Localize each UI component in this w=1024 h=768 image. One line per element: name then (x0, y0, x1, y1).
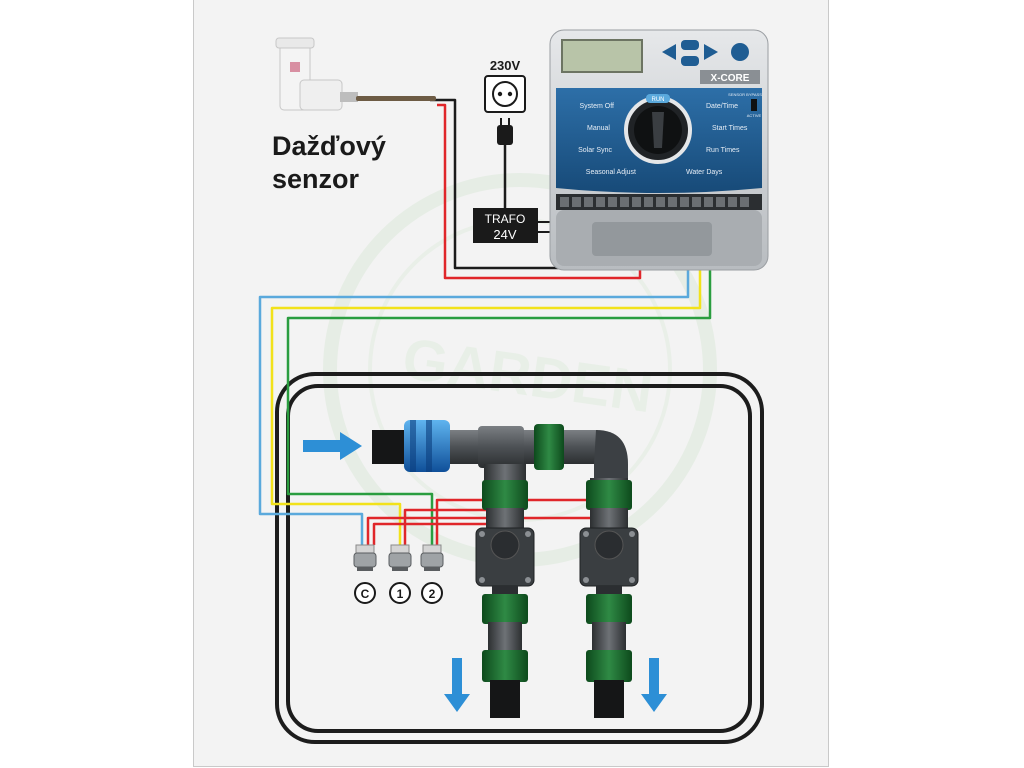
outlet-arrow-1 (444, 658, 470, 712)
mode-solar-sync: Solar Sync (578, 147, 612, 154)
terminal-label-2: 2 (429, 587, 436, 601)
sensor-bypass-label: SENSOR BYPASS (728, 92, 762, 97)
mode-seasonal-adjust: Seasonal Adjust (586, 169, 636, 176)
flow-arrows (303, 432, 667, 712)
terminal-labels: C 1 2 (354, 582, 443, 604)
terminal-label-1: 1 (397, 587, 404, 601)
valve-2 (579, 527, 639, 596)
mode-manual: Manual (587, 125, 610, 132)
rain-sensor: Dažďový senzor (272, 37, 436, 194)
controller-lcd (561, 39, 643, 73)
wire-connectors (353, 544, 444, 571)
valve-1 (475, 527, 535, 596)
outlet-arrow-2 (641, 658, 667, 712)
trafo-label-line2: 24V (493, 227, 516, 242)
connector-c (353, 544, 377, 571)
controller-nav-buttons (662, 40, 749, 66)
mode-system-off: System Off (580, 103, 615, 110)
middle-union (534, 424, 564, 470)
connector-1 (388, 544, 412, 571)
power-socket: 230V (484, 58, 526, 145)
mode-start-times: Start Times (712, 125, 748, 132)
controller-dial-run: RUN (652, 97, 665, 103)
sensor-label-line2: senzor (272, 164, 360, 194)
mode-date-time: Date/Time (706, 103, 738, 110)
valve-box (275, 372, 764, 744)
sensor-label-line1: Dažďový (272, 131, 386, 161)
inlet-arrow (303, 432, 362, 460)
trafo-label-line1: TRAFO (485, 212, 526, 226)
transformer: TRAFO 24V (473, 208, 538, 243)
power-voltage-label: 230V (490, 58, 521, 73)
active-label: ACTIVE (747, 113, 762, 118)
mode-run-times: Run Times (706, 147, 740, 154)
manifold (372, 420, 632, 528)
terminal-label-c: C (361, 587, 370, 601)
outlets (482, 594, 632, 718)
connector-2 (420, 544, 444, 571)
mode-water-days: Water Days (686, 169, 723, 176)
controller-brand: X-CORE (711, 73, 750, 84)
controller: X-CORE RUN System Off Manual Solar Sync … (549, 29, 769, 271)
